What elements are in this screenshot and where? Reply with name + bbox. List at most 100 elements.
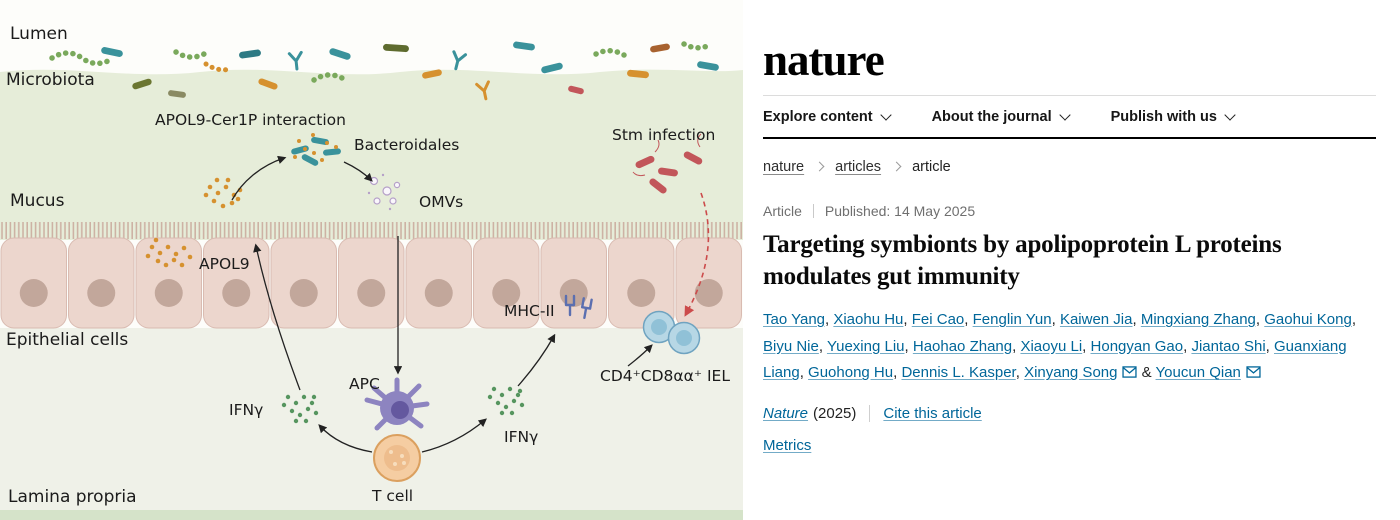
- author-separator: ,: [1265, 337, 1274, 355]
- label-mhc2: MHC-II: [504, 302, 555, 320]
- label-apol9-cer1p: APOL9-Cer1P interaction: [155, 111, 346, 129]
- stm-infection-arrow: [684, 192, 710, 317]
- label-microbiota: Microbiota: [6, 70, 95, 90]
- figure-arrows-mucus: [231, 155, 373, 201]
- label-omvs: OMVs: [419, 193, 463, 211]
- author-separator: ,: [1132, 311, 1141, 328]
- author-separator: ,: [903, 311, 912, 328]
- citation-row: Nature(2025) Cite this article: [763, 405, 1376, 423]
- meta-divider: [812, 204, 814, 218]
- label-apol9: APOL9: [199, 255, 250, 273]
- author-link[interactable]: Guohong Hu: [808, 364, 894, 382]
- chevron-right-icon: [891, 161, 902, 172]
- microbiota-bacteria-icons: [49, 41, 719, 101]
- author-link[interactable]: Xiaoyu Li: [1020, 337, 1083, 355]
- omv-icons: [367, 173, 401, 211]
- metrics-row: Metrics: [763, 437, 1376, 454]
- author-separator: ,: [904, 337, 913, 355]
- author-separator: ,: [1082, 337, 1091, 355]
- nature-logo[interactable]: nature: [763, 35, 885, 85]
- label-epithelial-cells: Epithelial cells: [6, 330, 128, 350]
- label-lumen: Lumen: [10, 24, 68, 44]
- header-divider: [763, 137, 1376, 139]
- author-link[interactable]: Haohao Zhang: [912, 337, 1013, 355]
- author-separator: ,: [1255, 311, 1265, 328]
- nav-explore-content-label: Explore content: [763, 109, 873, 125]
- published-date: Published: 14 May 2025: [824, 203, 976, 219]
- author-link[interactable]: Xiaohu Hu: [833, 311, 904, 328]
- top-nav: Explore content About the journal Publis…: [763, 95, 1376, 137]
- author-link[interactable]: Youcun Qian: [1155, 364, 1241, 382]
- envelope-icon[interactable]: [1122, 361, 1138, 388]
- bacteroidales-cluster-icon: [291, 133, 341, 166]
- breadcrumb-articles[interactable]: articles: [835, 159, 882, 175]
- author-link[interactable]: Jiantao Shi: [1191, 337, 1266, 355]
- cite-divider: [869, 405, 871, 423]
- cite-article-link[interactable]: Cite this article: [883, 405, 982, 423]
- chevron-down-icon: [1058, 109, 1071, 121]
- article-meta: Article Published: 14 May 2025: [763, 203, 1376, 219]
- nav-publish-with-us-label: Publish with us: [1110, 109, 1217, 125]
- author-ampersand: &: [1137, 364, 1156, 382]
- ifng-dots-left: [281, 394, 319, 424]
- author-separator: ,: [818, 337, 827, 355]
- bottom-strip: [0, 510, 743, 520]
- author-list: Tao Yang, Xiaohu Hu, Fei Cao, Fenglin Yu…: [763, 307, 1376, 388]
- nav-explore-content[interactable]: Explore content: [763, 109, 892, 125]
- author-separator: ,: [1012, 337, 1021, 355]
- article-type-label: Article: [763, 203, 802, 219]
- lamina-propria-zone: [0, 328, 743, 512]
- label-ifng-left: IFNγ: [229, 401, 263, 419]
- article-figure: Lumen Microbiota Mucus Epithelial cells …: [0, 24, 743, 520]
- author-link[interactable]: Fenglin Yun: [972, 311, 1052, 328]
- author-link[interactable]: Dennis L. Kasper: [901, 364, 1016, 382]
- apol9-dots-upper: [203, 177, 243, 209]
- label-apc: APC: [349, 375, 380, 393]
- author-link[interactable]: Yuexing Liu: [826, 337, 905, 355]
- nav-about-the-journal-label: About the journal: [931, 109, 1052, 125]
- author-separator: ,: [893, 364, 902, 382]
- author-link[interactable]: Biyu Nie: [763, 337, 819, 355]
- envelope-icon[interactable]: [1246, 361, 1261, 388]
- chevron-down-icon: [879, 109, 892, 121]
- label-stm-infection: Stm infection: [612, 126, 715, 144]
- figure-panel: Lumen Microbiota Mucus Epithelial cells …: [0, 24, 743, 520]
- author-link[interactable]: Kaiwen Jia: [1059, 311, 1133, 328]
- ifng-dots-right: [487, 386, 525, 416]
- label-lamina-propria: Lamina propria: [8, 487, 137, 507]
- author-link[interactable]: Mingxiang Zhang: [1140, 311, 1256, 328]
- mhc2-molecule-icons: [564, 294, 593, 319]
- journal-year: (2025): [813, 405, 857, 423]
- chevron-right-icon: [814, 161, 825, 172]
- nav-publish-with-us[interactable]: Publish with us: [1110, 109, 1236, 125]
- nav-about-the-journal[interactable]: About the journal: [931, 109, 1071, 125]
- label-bacteroidales: Bacteroidales: [354, 136, 459, 154]
- article-title: Targeting symbionts by apolipoprotein L …: [763, 231, 1282, 290]
- chevron-down-icon: [1224, 109, 1236, 121]
- author-link[interactable]: Tao Yang: [763, 311, 825, 328]
- epithelial-cell-row: [0, 237, 742, 329]
- author-separator: ,: [964, 311, 973, 328]
- article-panel: nature Explore content About the journal…: [743, 0, 1400, 520]
- metrics-link[interactable]: Metrics: [763, 437, 812, 455]
- author-link[interactable]: Guanxiang Liang: [763, 337, 1347, 382]
- breadcrumb-nature[interactable]: nature: [763, 159, 805, 175]
- author-separator: ,: [825, 311, 834, 328]
- apol9-dots-lower: [145, 237, 193, 268]
- author-separator: ,: [799, 364, 809, 382]
- author-link[interactable]: Fei Cao: [911, 311, 965, 328]
- author-separator: ,: [1051, 311, 1060, 328]
- label-ifng-right: IFNγ: [504, 428, 538, 446]
- apc-cell-icon: [364, 377, 430, 431]
- author-link[interactable]: Hongyan Gao: [1090, 337, 1184, 355]
- journal-link[interactable]: Nature: [763, 405, 809, 423]
- label-t-cell: T cell: [371, 487, 413, 505]
- author-link[interactable]: Gaohui Kong: [1264, 311, 1352, 328]
- brush-border: [0, 222, 743, 239]
- author-link[interactable]: Xinyang Song: [1024, 364, 1118, 382]
- author-separator: ,: [1015, 364, 1025, 382]
- stm-bacteria-icon: [632, 133, 703, 194]
- mucus-zone: [0, 69, 743, 240]
